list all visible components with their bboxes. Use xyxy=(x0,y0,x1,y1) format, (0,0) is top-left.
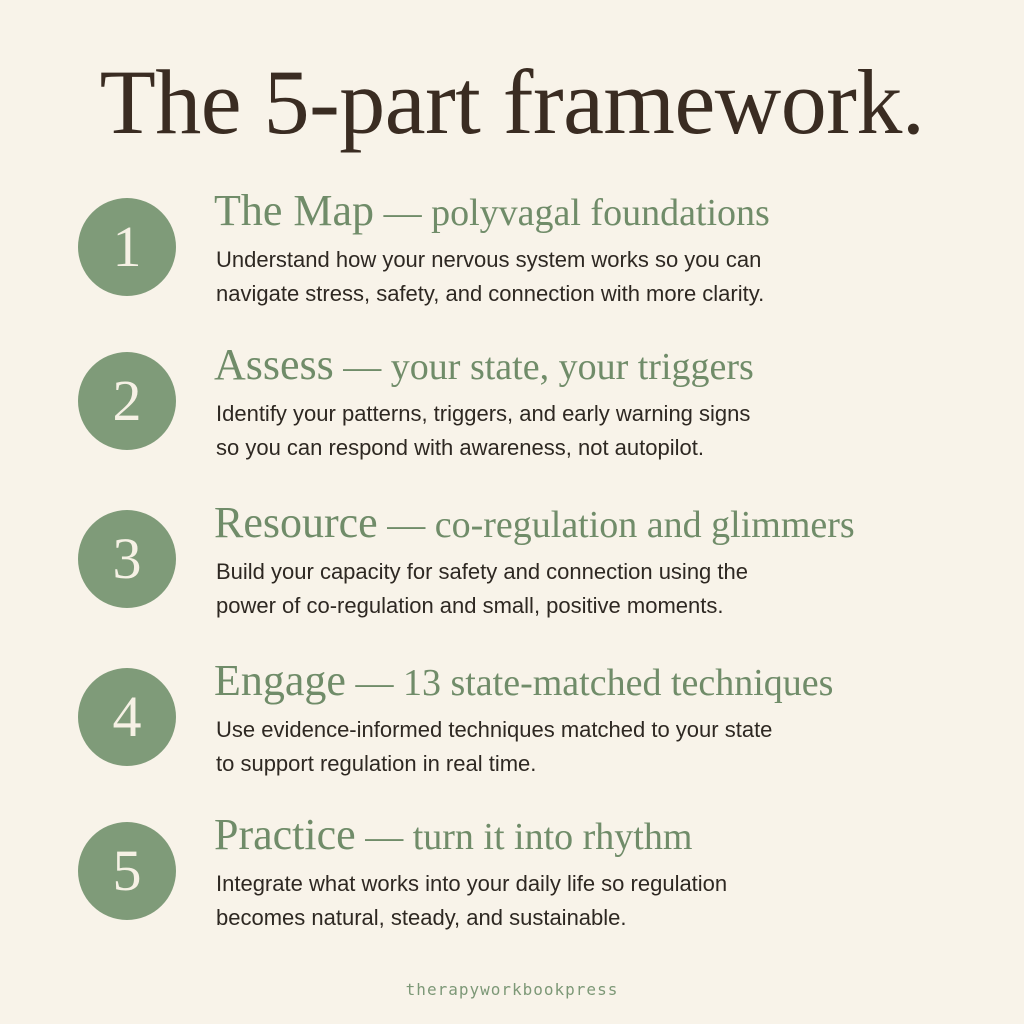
step-description-line: power of co-regulation and small, positi… xyxy=(216,593,724,618)
page-title: The 5-part framework. xyxy=(99,51,925,153)
step-subtitle: your state, your triggers xyxy=(390,346,754,388)
step-heading: Practice — turn it into rhythm xyxy=(214,810,692,862)
step-description-line: navigate stress, safety, and connection … xyxy=(216,281,765,306)
step-heading: Resource — co-regulation and glimmers xyxy=(214,498,855,550)
brand-footer: therapyworkbookpress xyxy=(405,980,619,999)
step-number-badge: 5 xyxy=(78,822,176,920)
step-description: Integrate what works into your daily lif… xyxy=(216,867,976,935)
step-description: Identify your patterns, triggers, and ea… xyxy=(216,397,976,465)
step-description: Understand how your nervous system works… xyxy=(216,243,976,311)
step-number-badge: 1 xyxy=(78,198,176,296)
step-separator: — xyxy=(374,192,432,234)
step-heading: The Map — polyvagal foundations xyxy=(214,186,770,238)
step-separator: — xyxy=(345,662,403,704)
step-name: Assess xyxy=(214,340,334,389)
step-subtitle: co-regulation and glimmers xyxy=(434,504,855,546)
step-description-line: to support regulation in real time. xyxy=(216,751,537,776)
step-heading: Engage — 13 state-matched techniques xyxy=(214,656,833,708)
step-2: 2 Assess — your state, your triggers Ide… xyxy=(0,340,1024,502)
step-name: Engage xyxy=(214,656,346,705)
step-description-line: Integrate what works into your daily lif… xyxy=(216,871,728,896)
step-separator: — xyxy=(377,504,435,546)
step-heading: Assess — your state, your triggers xyxy=(214,340,754,392)
step-subtitle: 13 state-matched techniques xyxy=(402,662,834,704)
step-3: 3 Resource — co-regulation and glimmers … xyxy=(0,498,1024,660)
step-number-badge: 4 xyxy=(78,668,176,766)
step-name: Practice xyxy=(214,810,356,859)
step-description-line: becomes natural, steady, and sustainable… xyxy=(216,905,627,930)
step-separator: — xyxy=(355,816,413,858)
step-5: 5 Practice — turn it into rhythm Integra… xyxy=(0,810,1024,972)
step-subtitle: polyvagal foundations xyxy=(431,192,770,234)
step-number-badge: 2 xyxy=(78,352,176,450)
step-subtitle: turn it into rhythm xyxy=(412,816,693,858)
step-description-line: Identify your patterns, triggers, and ea… xyxy=(216,401,751,426)
step-name: The Map xyxy=(214,186,375,235)
step-description: Build your capacity for safety and conne… xyxy=(216,555,976,623)
step-separator: — xyxy=(333,346,391,388)
step-1: 1 The Map — polyvagal foundations Unders… xyxy=(0,186,1024,348)
step-description-line: Understand how your nervous system works… xyxy=(216,247,762,272)
step-number-badge: 3 xyxy=(78,510,176,608)
step-description-line: Use evidence-informed techniques matched… xyxy=(216,717,773,742)
step-description-line: so you can respond with awareness, not a… xyxy=(216,435,704,460)
step-description: Use evidence-informed techniques matched… xyxy=(216,713,976,781)
step-description-line: Build your capacity for safety and conne… xyxy=(216,559,748,584)
step-name: Resource xyxy=(214,498,378,547)
step-4: 4 Engage — 13 state-matched techniques U… xyxy=(0,656,1024,818)
